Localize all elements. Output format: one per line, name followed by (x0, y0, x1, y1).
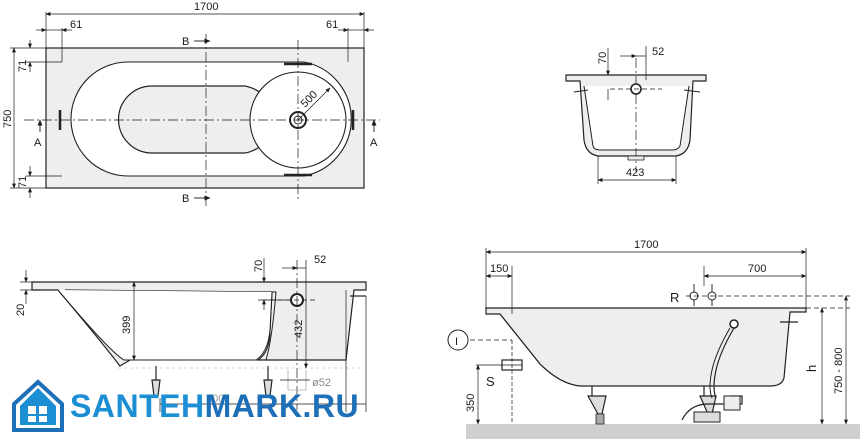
install-label-h: h (804, 365, 819, 372)
logo-part-santeh: SANTEH (70, 388, 205, 424)
side-dim-overflow-depth: 432 (293, 320, 305, 338)
dim-length-top: 1700 (194, 1, 218, 13)
cross-dim-bottom-width: 423 (626, 167, 644, 179)
side-dim-rim: 20 (15, 304, 27, 316)
side-dim-overflow-height: 70 (253, 260, 265, 272)
install-dim-height-range: 750 - 800 (833, 348, 845, 394)
logo (12, 379, 64, 432)
logo-part-mark: MARK.RU (204, 388, 360, 424)
top-view: 500 1700 61 61 750 71 71 B B (2, 1, 380, 206)
install-dim-right-offset: 700 (748, 263, 766, 275)
install-label-s: S (486, 374, 495, 389)
side-section-view: 20 399 70 52 432 ø52 500 (15, 254, 367, 412)
section-b-top: B (182, 36, 189, 48)
side-dim-depth: 399 (121, 316, 133, 334)
logo-text: SANTEHMARK.RU (70, 388, 359, 425)
install-dim-floor-height: 350 (465, 394, 477, 412)
dim-rim-top: 71 (17, 60, 29, 72)
side-dim-overflow-offset: 52 (314, 254, 326, 266)
section-b-bottom: B (182, 193, 189, 205)
dim-width-top: 750 (2, 110, 14, 128)
install-label-r: R (670, 290, 679, 305)
cross-section-view: 70 52 423 (565, 46, 707, 184)
cross-dim-overflow-offset: 52 (652, 46, 664, 58)
dim-offset-right: 61 (326, 19, 338, 31)
dim-offset-left: 61 (70, 19, 82, 31)
tub-install (485, 307, 807, 387)
cross-dim-overflow-height: 70 (597, 52, 609, 64)
install-label-i: I (455, 336, 458, 348)
section-a-left: A (34, 137, 42, 149)
floor (466, 424, 860, 439)
dim-rim-bottom: 71 (17, 176, 29, 188)
side-dim-partial: 500 (206, 393, 224, 405)
side-dim-drain-diameter: ø52 (312, 377, 331, 389)
install-dim-left-offset: 150 (490, 263, 508, 275)
install-dim-length: 1700 (634, 239, 658, 251)
install-view: I S R 1700 150 700 h 750 - 800 350 (447, 239, 860, 439)
section-a-right: A (370, 137, 378, 149)
house-drop-icon (12, 379, 64, 432)
